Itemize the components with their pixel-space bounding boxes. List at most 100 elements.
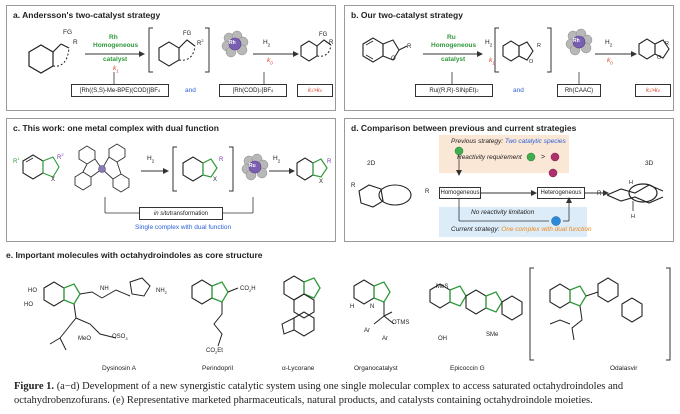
panel-b-substrate-o: O [391,56,396,62]
panel-d-3d-structure [606,183,664,211]
molecule-odalasvir-structure [529,267,671,361]
panel-c-substrate-structure [22,154,60,180]
epicoccin-sme: SMe [486,332,499,338]
panel-d-arrow-right [585,190,609,196]
molecule-organocatalyst-label: Organocatalyst [354,365,398,372]
panel-e-title: e. Important molecules with octahydroind… [6,250,263,260]
dysinosin-ho-2: HO [24,302,33,308]
panel-a-intermediate-bracket [148,27,210,73]
molecule-organocatalyst-structure [353,279,395,325]
epicoccin-mes: MeS [436,284,449,290]
panel-c-product-x: X [319,179,324,185]
panel-a-connector-lines [113,72,265,84]
panel-a-product-structure [300,39,332,62]
panel-c-ru-label: Ru [249,163,256,169]
organocatalyst-h: H [350,304,355,310]
panel-d-no-limitation: No reactivity limitation [471,209,535,216]
panel-b-h2-label-1: H2 [485,39,493,48]
panel-d-r2: R [425,189,430,195]
figure-caption: Figure 1. (a−d) Development of a new syn… [14,380,666,407]
molecule-lycorane-label: α-Lycorane [282,365,315,372]
molecule-perindopril-structure [191,279,239,347]
panel-d-gt: > [541,154,546,161]
panel-b-connector-lines [451,72,580,84]
panel-d-2d-structure [358,184,412,208]
panel-d-h1: H [629,180,633,186]
panel-d-current-box [439,207,587,237]
panel-a-fg-label: FG [63,29,73,36]
panel-c-intermediate-x: X [213,177,218,183]
dysinosin-nh2: NH2 [156,288,167,296]
panel-d-heterogeneous-box: Heterogeneous [537,187,585,199]
panel-c-h2-label-2: H2 [273,155,281,164]
panel-d-2d-label: 2D [367,160,376,167]
panel-a-r-label: R [73,39,78,46]
panel-d-title: d. Comparison between previous and curre… [351,123,577,133]
panel-a-k1: k1 [113,65,119,74]
dysinosin-ho-1: HO [28,288,37,294]
panel-b-substrate-r: R [407,44,412,50]
panel-b-k1: k1 [489,57,495,66]
molecule-epicoccin-g-label: Epicoccin G [450,365,485,372]
panel-a-h2-label: H2 [263,39,271,48]
panel-d: d. Comparison between previous and curre… [344,118,674,242]
panel-d-previous-spheres [454,146,558,178]
panel-b-title: b. Our two-catalyst strategy [351,10,463,20]
epicoccin-oh: OH [438,336,447,342]
molecule-lycorane-structure [281,275,321,337]
perindopril-co2h: CO2H [240,286,256,294]
panel-c-product-r2: R [327,159,332,165]
caption-label: Figure 1. [14,381,55,392]
panel-b-catalyst-line1: Ru [447,34,456,41]
panel-c-in-situ-box: in situ transformation [139,207,223,220]
panel-b: b. Our two-catalyst strategy O R Ru Homo… [344,5,674,111]
panel-d-r3: R [597,191,602,197]
panel-c-h2-label-1: H2 [147,155,155,164]
panel-b-rh-label: Rh [573,38,580,44]
panel-c-r2: R2 [57,152,64,162]
panel-c-intermediate-r2: R [219,157,224,163]
panel-c-title: c. This work: one metal complex with dua… [13,123,219,133]
panel-c-ru-nanoparticle-icon [241,153,269,181]
panel-b-arrow-1 [423,51,483,57]
molecule-perindopril-label: Perindopril [202,365,234,372]
panel-c-dual-function-label: Single complex with dual function [135,224,232,231]
panel-a-intermediate-fg: FG [183,31,192,37]
panel-d-current-sphere [458,197,572,226]
caption-text: (a−d) Development of a new synergistic c… [14,381,624,406]
panel-a-rh-label: Rh [229,40,236,46]
panel-b-intermediate-bracket [494,27,552,73]
panel-d-h2: H [631,214,635,220]
panel-b-rh-nanoparticle-icon [565,28,593,56]
dysinosin-meo: MeO [78,336,92,342]
panel-e: e. Important molecules with octahydroind… [6,248,674,376]
panel-b-intermediate-r: R [537,43,541,49]
panel-a-catalyst-line2: Homogeneous [93,42,139,49]
panel-a-catalyst-line3: catalyst [103,56,128,63]
panel-c-r1: R1 [13,156,20,166]
molecule-dysinosin-a-label: Dysinosin A [102,365,136,372]
panel-b-catalyst-box-1: Ru((R,R)-SINpEt)2 [415,84,493,97]
panel-c-arrow-1 [141,168,169,174]
panel-c-x: X [51,177,56,183]
panel-d-current-label: Current strategy: One complex with dual … [451,226,592,233]
dysinosin-nh: NH [100,286,109,292]
molecule-odalasvir-label: Odalasvir [610,365,638,372]
panel-b-product-r: R [665,41,669,47]
panel-d-reactivity-spheres [526,152,560,162]
panel-b-and: and [513,87,524,94]
panel-a: a. Andersson's two-catalyst strategy FG … [6,5,336,111]
panel-b-catalyst-line2: Homogeneous [431,42,477,49]
panel-d-homogeneous-box: Homogeneous [439,187,481,199]
panel-a-rh-nanoparticle-icon [221,30,249,58]
panel-a-product-fg: FG [319,32,328,38]
panel-b-arrow-2 [595,51,637,57]
panel-b-intermediate-o: O [529,59,534,65]
dysinosin-oso3: OSO3 [112,334,128,342]
panel-d-arrows-row [481,190,537,196]
panel-c: c. This work: one metal complex with dua… [6,118,336,242]
panel-d-r1: R [351,183,356,189]
molecule-dysinosin-a-structure [43,277,151,351]
